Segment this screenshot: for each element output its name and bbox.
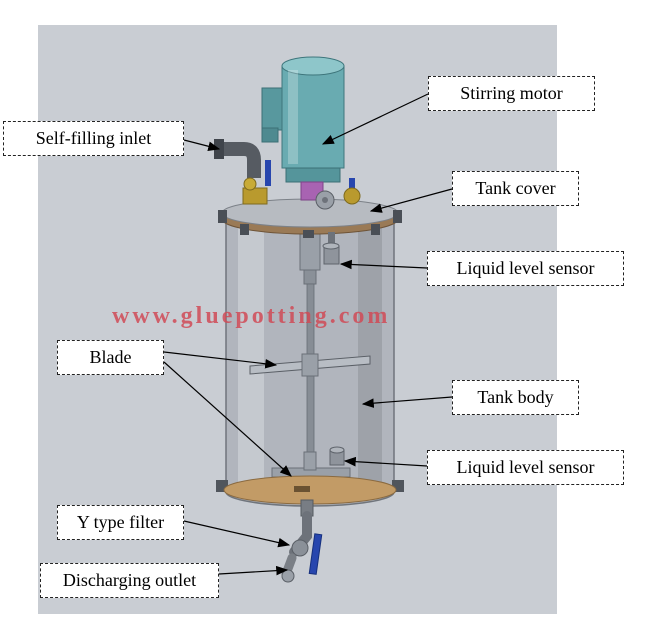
arrow-self-filling-inlet — [183, 139, 221, 151]
arrow-tank-cover — [369, 188, 453, 213]
label-liquid-level-sensor-upper: Liquid level sensor — [427, 251, 624, 286]
arrow-discharging-outlet — [218, 565, 289, 576]
arrow-blade-lower — [163, 361, 292, 477]
blade-shape — [249, 353, 371, 377]
arrow-liquid-level-sensor-lower — [343, 456, 428, 467]
arrow-tank-body — [361, 396, 453, 408]
label-self-filling-inlet: Self-filling inlet — [3, 121, 184, 156]
arrow-y-type-filter — [183, 520, 291, 548]
label-tank-cover: Tank cover — [452, 171, 579, 206]
upper-sensor-shape — [322, 232, 340, 265]
bottom-blade-shape — [271, 451, 351, 478]
top-fittings-shape — [242, 160, 361, 210]
tank-cover-shape — [218, 198, 402, 238]
lower-sensor-shape — [329, 446, 345, 466]
label-stirring-motor: Stirring motor — [428, 76, 595, 111]
watermark-text: www.gluepotting.com — [112, 303, 391, 329]
label-blade: Blade — [57, 340, 164, 375]
label-y-type-filter: Y type filter — [57, 505, 184, 540]
label-discharging-outlet: Discharging outlet — [40, 563, 219, 598]
arrow-liquid-level-sensor-upper — [339, 259, 428, 270]
arrow-blade-upper — [163, 351, 278, 369]
label-tank-body: Tank body — [452, 380, 579, 415]
arrow-stirring-motor — [321, 93, 429, 145]
stirring-motor-shape — [261, 56, 345, 201]
label-liquid-level-sensor-lower: Liquid level sensor — [427, 450, 624, 485]
